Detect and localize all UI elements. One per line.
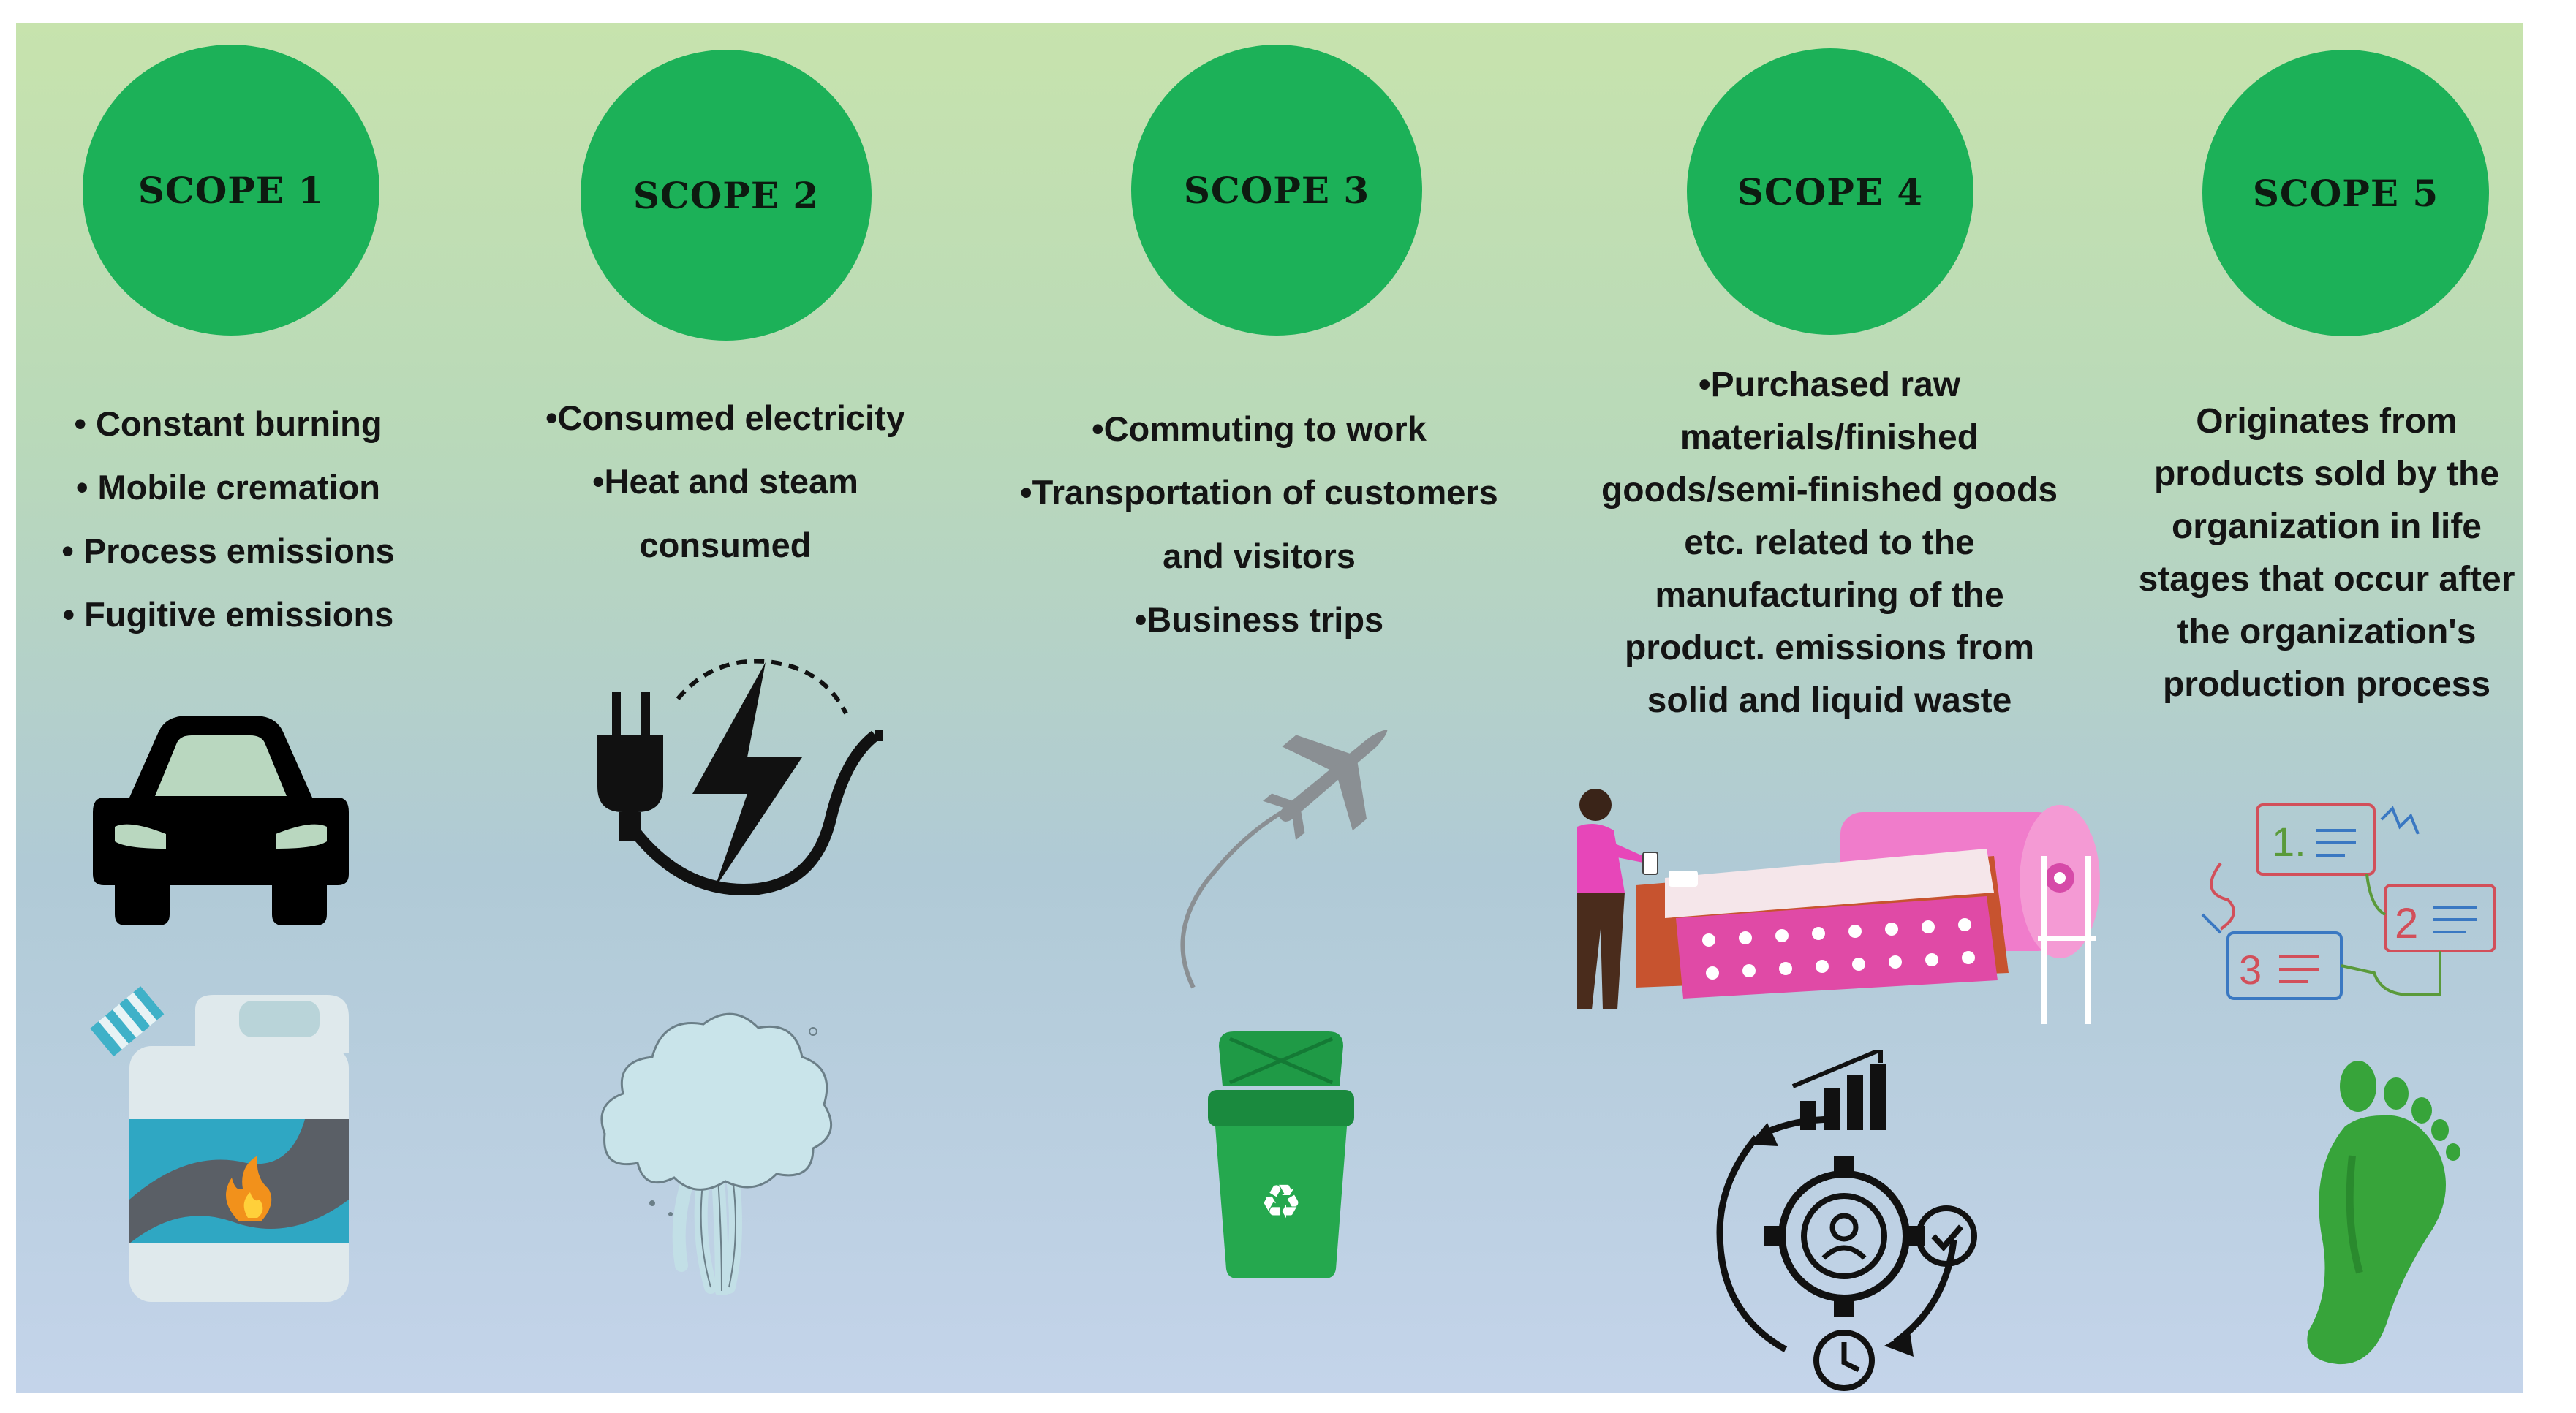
- scope-5-line-6: production process: [2162, 665, 2491, 704]
- scope-5-line-5: the organization's: [2177, 613, 2477, 651]
- scope-2-text: •Consumed electricity •Heat and steam co…: [521, 386, 930, 577]
- scope-1-circle: SCOPE 1: [83, 45, 379, 336]
- scope-1-line-1: • Constant burning: [74, 404, 382, 443]
- electric-plug-icon: [583, 648, 890, 911]
- recycle-bin-icon: ♻: [1201, 1031, 1361, 1280]
- scope-5-line-2: products sold by the: [2153, 455, 2500, 493]
- scope-4-line-5: manufacturing of the: [1655, 576, 2004, 615]
- footprint-icon: [2294, 1053, 2469, 1368]
- scope-5-line-1: Originates from: [2196, 402, 2458, 441]
- scope-3-circle: SCOPE 3: [1131, 45, 1422, 336]
- scope-2-line-3: consumed: [639, 526, 812, 564]
- scope-1-title: SCOPE 1: [137, 168, 325, 212]
- scope-1-text: • Constant burning • Mobile cremation • …: [31, 392, 426, 646]
- scope-4-line-6: product. emissions from: [1624, 629, 2035, 667]
- scope-5-circle: SCOPE 5: [2202, 50, 2489, 336]
- scope-2-line-1: •Consumed electricity: [545, 398, 905, 437]
- numbered-steps-icon: 1. 2 3: [2199, 776, 2506, 1017]
- scope-3-line-3: and visitors: [1163, 537, 1356, 575]
- scope-5-text: Originates from products sold by the org…: [2137, 395, 2517, 711]
- car-icon: [86, 702, 356, 929]
- scope-1-line-4: • Fugitive emissions: [62, 595, 394, 634]
- textile-printing-machine-icon: [1555, 768, 2111, 1024]
- scope-5-line-3: organization in life: [2171, 507, 2482, 546]
- scope-2-circle: SCOPE 2: [581, 50, 872, 341]
- scope-4-line-4: etc. related to the: [1684, 523, 1975, 562]
- scope-4-line-7: solid and liquid waste: [1647, 681, 2012, 720]
- scope-4-text: •Purchased raw materials/finished goods/…: [1552, 359, 2107, 727]
- step-label-1: 1.: [2272, 819, 2306, 865]
- scope-4-title: SCOPE 4: [1737, 170, 1924, 213]
- airplane-icon: [1171, 724, 1405, 1002]
- scope-2-title: SCOPE 2: [632, 173, 820, 217]
- scope-5-line-4: stages that occur after: [2138, 560, 2515, 599]
- scope-4-line-1: •Purchased raw: [1698, 365, 1961, 404]
- scope-3-title: SCOPE 3: [1183, 168, 1370, 212]
- scope-5-title: SCOPE 5: [2252, 171, 2439, 215]
- gear-cycle-icon: [1705, 1050, 1983, 1393]
- scope-2-line-2: •Heat and steam: [592, 462, 858, 501]
- step-label-3: 3: [2239, 947, 2262, 993]
- diagram-canvas: SCOPE 1 • Constant burning • Mobile crem…: [16, 23, 2523, 1393]
- scope-4-circle: SCOPE 4: [1687, 48, 1973, 335]
- scope-4-line-2: materials/finished: [1680, 418, 1979, 457]
- fuel-can-icon: [86, 980, 363, 1309]
- scope-1-line-2: • Mobile cremation: [75, 468, 381, 507]
- scope-3-line-1: •Commuting to work: [1092, 409, 1427, 448]
- scope-3-line-2: •Transportation of customers: [1020, 473, 1498, 512]
- step-label-2: 2: [2395, 900, 2418, 947]
- scope-3-text: •Commuting to work •Transportation of cu…: [967, 397, 1552, 651]
- steam-cloud-icon: [594, 1002, 842, 1295]
- scope-1-line-3: • Process emissions: [61, 531, 395, 570]
- svg-text:♻: ♻: [1260, 1175, 1302, 1230]
- scope-3-line-4: •Business trips: [1134, 600, 1384, 639]
- scope-4-line-3: goods/semi-finished goods: [1601, 471, 2058, 509]
